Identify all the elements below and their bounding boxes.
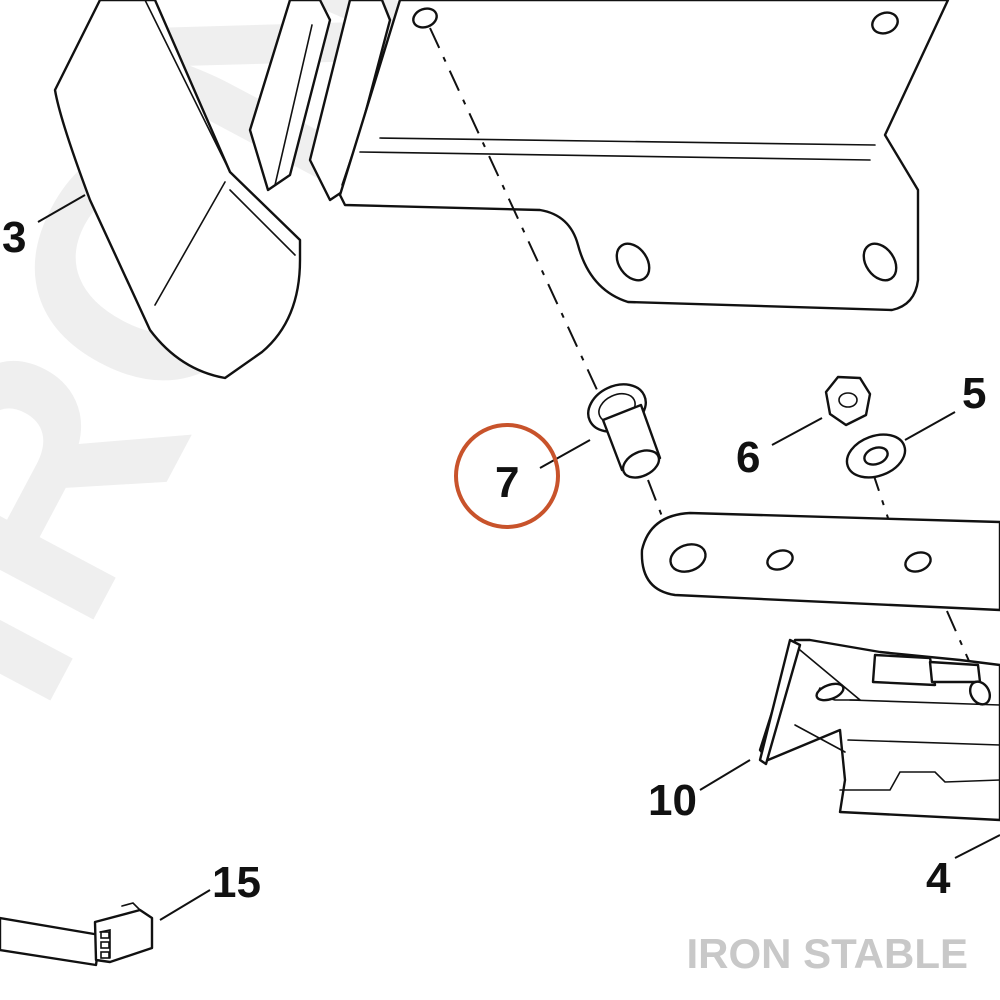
part-5-washer xyxy=(845,433,907,479)
part-3-bracket xyxy=(53,0,392,380)
leader-line-5 xyxy=(904,411,956,441)
part-15-cable-connector xyxy=(0,902,154,967)
leader-line-6 xyxy=(771,417,823,446)
assembly-axis-line xyxy=(647,479,669,533)
brand-wordmark: IRON STABLE xyxy=(686,930,968,977)
callout-5: 5 xyxy=(962,369,986,418)
highlight-ring xyxy=(454,423,560,529)
part-10-lower-bracket xyxy=(758,638,1000,822)
callout-3: 3 xyxy=(2,213,26,262)
leader-line-3 xyxy=(37,194,86,223)
leader-line-15 xyxy=(159,889,211,921)
leader-line-10 xyxy=(699,759,751,791)
assembly-axis-line xyxy=(429,27,599,393)
leader-line-4 xyxy=(954,834,1000,859)
assembly-axis-line xyxy=(927,567,996,721)
leader-line-7 xyxy=(539,439,591,469)
callout-7: 7 xyxy=(495,458,519,507)
upper-mounting-plate xyxy=(338,0,950,312)
callout-15: 15 xyxy=(212,858,261,907)
flat-link-bar xyxy=(640,511,1000,612)
part-7-bushing xyxy=(587,383,662,479)
callout-4: 4 xyxy=(926,854,951,903)
part-6-hex-nut xyxy=(824,375,872,427)
callout-10: 10 xyxy=(648,776,697,825)
callout-6: 6 xyxy=(736,433,760,482)
